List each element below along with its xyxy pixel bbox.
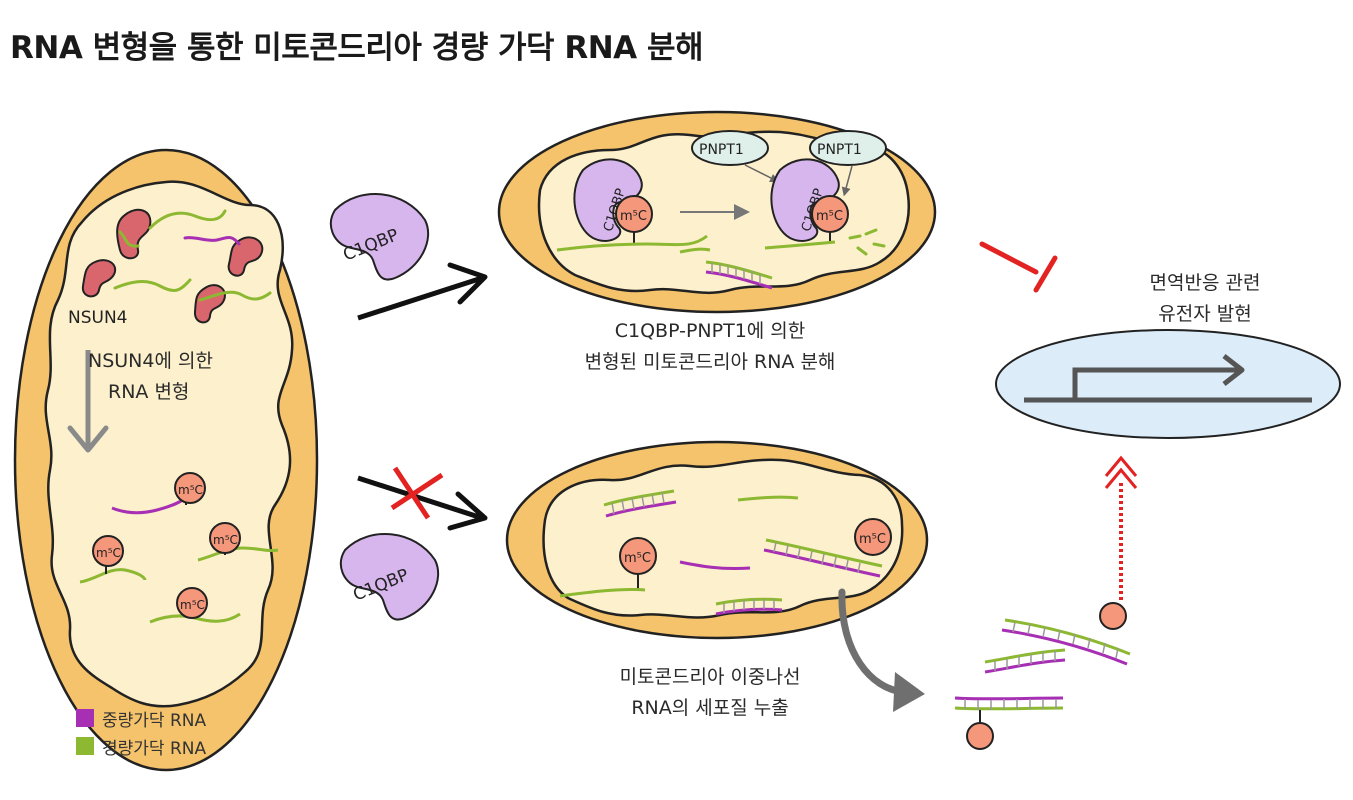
svg-text:m⁵C: m⁵C [96,546,121,560]
c1qbp-protein-bottom: C1QBP [339,533,440,621]
svg-text:m⁵C: m⁵C [213,533,238,547]
top-mitochondrion: C1QBP m⁵C PNPT1 PNPT1 C1QBP m⁵C [497,110,937,314]
nsun4-protein [227,236,264,277]
degraded-fragments [848,228,886,256]
light-strand [148,209,227,230]
dsrna [1001,618,1131,666]
c1qbp-bound [573,158,643,242]
inhibition-mark [979,241,1058,293]
dsrna [984,648,1066,674]
leakage-arrow [838,588,925,712]
legend-swatch [76,709,94,727]
light-strand [556,234,708,252]
dsrna-top [679,247,773,290]
m5c-marker [966,722,994,750]
dsrna [715,597,783,616]
nsun4-protein [116,208,152,260]
heavy-strand [679,560,751,571]
cross-mark [390,472,444,511]
m5c-marker [854,518,892,556]
m5c-marker [174,472,206,504]
nsun4-protein [81,259,117,298]
svg-text:m⁵C: m⁵C [624,551,651,566]
left-bottom-rna: m⁵C m⁵C m⁵C m⁵C [79,472,279,624]
page-title: RNA 변형을 통한 미토콘드리아 경량 가닥 RNA 분해 [10,30,704,66]
pnpt1-protein [809,130,887,166]
svg-text:m⁵C: m⁵C [816,209,843,224]
m5c-marker [1099,602,1127,630]
legend: 중량가닥 RNA 경량가닥 RNA [76,704,206,760]
left-mitochondrion [13,148,319,772]
dsrna [763,538,883,578]
left-inner-membrane [44,180,294,708]
legend-item-heavy: 중량가닥 RNA [76,704,206,732]
heavy-strand [183,236,241,246]
light-strand [113,278,192,293]
c1qbp-protein-top: C1QBP [329,193,430,281]
immune-gene-label: 면역반응 관련 유전자 발현 [1149,272,1261,325]
light-strand [197,546,279,562]
m5c-marker [209,522,241,554]
promoter-arrow-icon [1072,367,1238,400]
svg-text:m⁵C: m⁵C [620,209,647,224]
modification-arrow [67,350,109,453]
svg-text:m⁵C: m⁵C [180,598,205,612]
legend-swatch [76,737,94,755]
bottom-mitochondrion: m⁵C m⁵C [505,440,929,640]
leakage-label: 미토콘드리아 이중나선 RNA의 세포질 누출 [619,666,801,719]
nsun4-label: NSUN4 [68,308,127,328]
svg-text:m⁵C: m⁵C [859,532,886,547]
degradation-label: C1QBP-PNPT1에 의한 변형된 미토콘드리아 RNA 분해 [584,320,836,373]
legend-item-light: 경량가닥 RNA [76,732,206,760]
light-strand [79,568,147,584]
m5c-marker [176,587,208,619]
binding-arrow-bottom-blocked [357,466,488,531]
binding-arrow-top [357,262,488,321]
light-strand [737,495,799,502]
gene-expression-nucleus [995,329,1341,439]
svg-text:m⁵C: m⁵C [178,483,203,497]
light-strand [764,240,836,250]
dsrna [603,489,677,518]
light-strand [559,587,646,598]
cytoplasmic-dsrna [954,602,1131,750]
m5c-marker [92,535,124,567]
light-strand [198,290,272,302]
activation-arrow [1104,455,1138,600]
svg-text:PNPT1: PNPT1 [699,142,744,158]
left-top-rna [113,209,272,302]
dsrna [954,696,1064,711]
light-strand [118,230,140,248]
pnpt1-protein [691,130,769,166]
c1qbp-bound [770,158,840,242]
svg-text:PNPT1: PNPT1 [817,142,862,158]
nsun4-modification-label: NSUN4에 의한 RNA 변형 [88,350,213,403]
